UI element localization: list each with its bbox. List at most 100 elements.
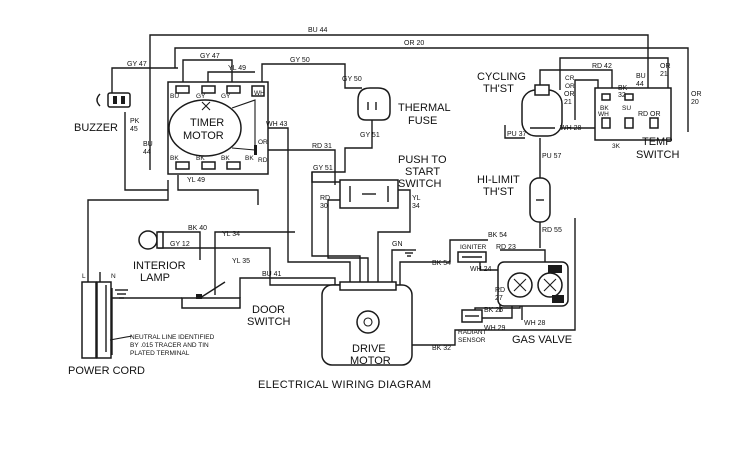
lamp-label-1: INTERIOR <box>133 260 186 272</box>
wire-bu41 <box>239 277 336 298</box>
cycling-label-1: CYCLING <box>477 71 526 83</box>
wire-bk54-left <box>399 239 488 285</box>
timer-term-or: OR <box>258 139 268 146</box>
wl-bu44-right-1: BU <box>636 73 646 80</box>
wire-yl34-push <box>377 189 411 285</box>
radiant-sensor: RADIANT SENSOR <box>458 309 487 344</box>
wl-bk40: BK 40 <box>188 225 207 232</box>
timer-term-6: BK <box>196 155 205 162</box>
cord-term-n: N <box>111 273 116 280</box>
cycling-term-or: OR <box>565 83 575 90</box>
wire-rd30 <box>327 199 369 285</box>
wire-yl35 <box>214 247 340 295</box>
hi-limit-thermostat: HI-LIMIT TH'ST <box>477 174 551 223</box>
wire-rd31 <box>262 149 336 185</box>
timer-term-1: BU <box>170 93 179 100</box>
wire-motor-2 <box>311 240 361 285</box>
wl-wh24: WH 24 <box>470 266 492 273</box>
gas-valve-label: GAS VALVE <box>512 334 572 346</box>
door-switch: DOOR SWITCH <box>181 281 290 328</box>
wl-gy50-fuse: GY 50 <box>342 76 362 83</box>
timer-term-4: WH <box>254 90 265 97</box>
hi-limit-label-2: TH'ST <box>483 186 514 198</box>
wl-pk45-2: 45 <box>130 126 138 133</box>
wl-gy51-push: GY 51 <box>313 165 333 172</box>
wl-bu44-left-2: 44 <box>143 149 151 156</box>
temp-label-1: TEMP <box>642 136 673 148</box>
wl-or21-1: OR <box>564 91 575 98</box>
wl-rd27-1: RD <box>495 287 505 294</box>
wire-motor-1 <box>287 240 351 285</box>
wl-rd42: RD 42 <box>592 63 612 70</box>
power-cord-label: POWER CORD <box>68 365 145 377</box>
wl-rd55: RD 55 <box>542 227 562 234</box>
wire-gn <box>391 249 405 285</box>
wl-gy50-top: GY 50 <box>290 57 310 64</box>
diagram-title: ELECTRICAL WIRING DIAGRAM <box>258 379 431 391</box>
igniter-label: IGNITER <box>460 244 487 251</box>
timer-term-3: GY <box>221 93 231 100</box>
buzzer-label: BUZZER <box>74 122 118 134</box>
wl-wh29: WH 29 <box>484 325 506 332</box>
wl-wh28-top: WH 28 <box>560 125 582 132</box>
timer-term-rd: RD <box>258 157 268 164</box>
wl-gy51-fuse: GY 51 <box>360 132 380 139</box>
wl-rd-or: RD OR <box>638 111 661 118</box>
wire-gy51-push <box>311 172 340 183</box>
timer: BU GY GY WH BK BK BK BK OR RD TIMER MOTO… <box>167 81 269 175</box>
wire-rd42 <box>539 69 613 90</box>
wl-or20-right-1: OR <box>691 91 702 98</box>
push-label-1: PUSH TO <box>398 154 447 166</box>
wl-bu41: BU 41 <box>262 271 282 278</box>
drive-motor: DRIVE MOTOR <box>321 281 413 367</box>
thermal-fuse-label-2: FUSE <box>408 115 437 127</box>
wire-gy51-fuse <box>311 120 373 240</box>
temp-term-3k: 3K <box>612 143 621 150</box>
door-label-2: SWITCH <box>247 316 290 328</box>
wl-bk25: BK 25 <box>484 307 503 314</box>
wl-bk32-top-2: 32 <box>618 92 626 99</box>
wl-gy47-top: GY 47 <box>200 53 220 60</box>
wl-pu37: PU 37 <box>507 131 527 138</box>
motor-label-2: MOTOR <box>350 355 391 367</box>
igniter: IGNITER <box>457 244 487 263</box>
wl-rd31: RD 31 <box>312 143 332 150</box>
wl-rd30-1: RD <box>320 195 330 202</box>
wl-yl35: YL 35 <box>232 258 250 265</box>
wl-rd30-2: 30 <box>320 203 328 210</box>
wire-yl49-top <box>207 71 255 82</box>
wl-or20-right-2: 20 <box>691 99 699 106</box>
wl-yl34-push-2: 34 <box>412 203 420 210</box>
lamp-label-2: LAMP <box>140 272 170 284</box>
gas-valve: GAS VALVE <box>497 261 572 346</box>
power-cord: L N NEUTRAL LINE IDENTIFIED BY .015 TRAC… <box>68 273 215 377</box>
wire-rd23 <box>500 249 546 262</box>
timer-term-8: BK <box>245 155 254 162</box>
wire-yl34-lamp <box>214 231 295 248</box>
timer-term-2: GY <box>196 93 206 100</box>
cord-term-l: L <box>82 273 86 280</box>
wire-bk32-bottom <box>410 218 576 346</box>
wl-yl34-push-1: YL <box>412 195 421 202</box>
wl-yl34-lamp: YL 34 <box>222 231 240 238</box>
timer-term-5: BK <box>170 155 179 162</box>
wl-wh43: WH 43 <box>266 121 288 128</box>
wl-pk45-1: PK <box>130 118 140 125</box>
wire-pk45 <box>124 112 168 191</box>
wl-pu57: PU 57 <box>542 153 562 160</box>
cycling-thermostat: CYCLING TH'ST CR OR <box>477 71 575 137</box>
cycling-label-2: TH'ST <box>483 83 514 95</box>
wire-gy50 <box>261 63 362 89</box>
wire-cord-l <box>87 180 169 355</box>
wl-bu44-left-1: BU <box>143 141 153 148</box>
wl-rd27-2: 27 <box>495 295 503 302</box>
wl-gn: GN <box>392 241 403 248</box>
wire-or21 <box>559 57 669 96</box>
wire-or20-top <box>174 47 689 132</box>
temp-term-bk: BK <box>600 105 609 112</box>
wire-bu44-top <box>149 34 649 105</box>
wl-bu44-right-2: 44 <box>636 81 644 88</box>
wire-gy47-top <box>182 59 233 85</box>
thermal-fuse-label-1: THERMAL <box>398 102 451 114</box>
